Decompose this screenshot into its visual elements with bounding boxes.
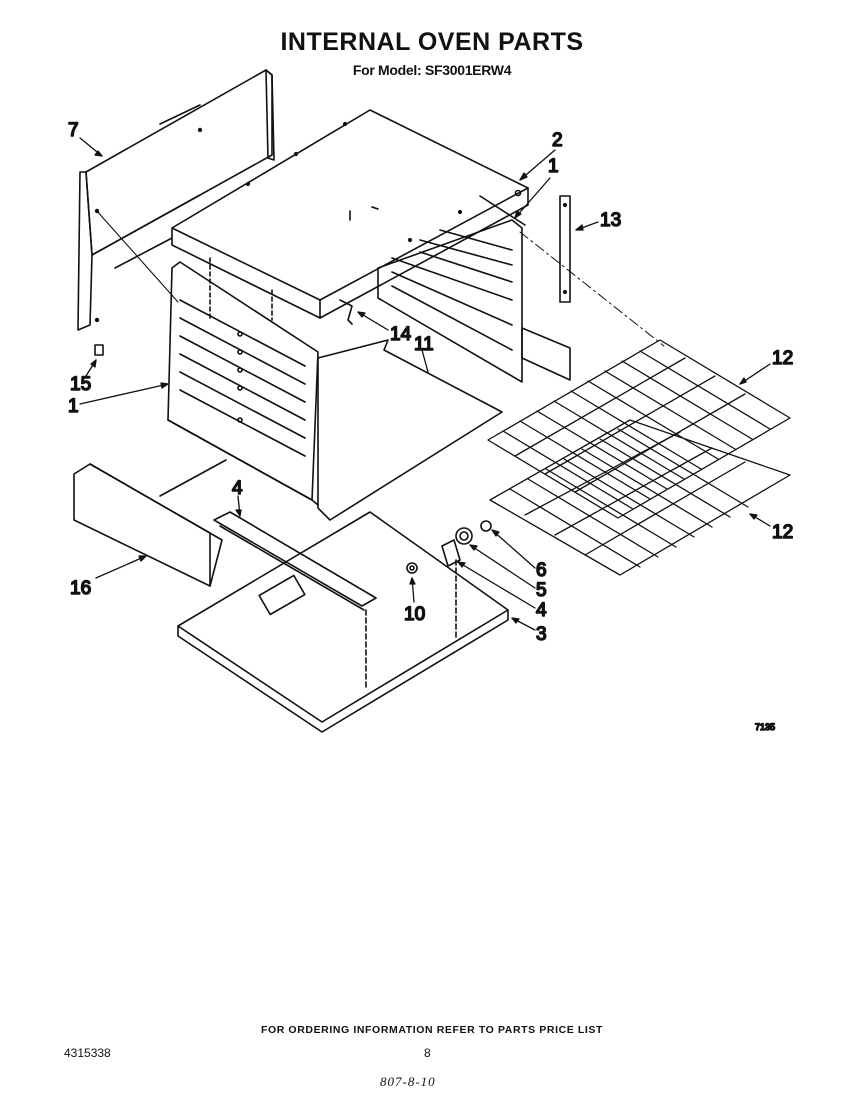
oven-rack-upper-part-12	[487, 339, 791, 519]
oven-rack-lower-part-12	[489, 419, 791, 576]
model-subtitle: For Model: SF3001ERW4	[352, 62, 512, 78]
callout-13: 13	[600, 210, 621, 231]
oven-top-part-2	[114, 109, 529, 319]
callout-16: 16	[70, 578, 91, 599]
callout-1-right: 1	[548, 156, 559, 177]
rear-panel-part-7	[77, 69, 275, 331]
page-title: INTERNAL OVEN PARTS	[280, 28, 584, 56]
callout-1-left: 1	[68, 396, 79, 417]
strip-part-13	[559, 195, 571, 303]
fitting-part-5	[455, 527, 473, 545]
callout-4-orifice: 4	[536, 600, 547, 621]
callout-2: 2	[552, 130, 563, 151]
callout-7: 7	[68, 120, 79, 141]
bottom-panel-part-3	[177, 511, 509, 733]
nut-part-10	[406, 562, 418, 574]
ordering-note: FOR ORDERING INFORMATION REFER TO PARTS …	[260, 1024, 604, 1036]
callout-5: 5	[536, 580, 547, 601]
callout-4-bracket: 4	[232, 478, 243, 499]
figure-code: 7135	[755, 722, 775, 732]
bracket-part-14	[339, 299, 353, 325]
left-side-liner-part-1	[167, 257, 319, 506]
callout-6: 6	[536, 560, 547, 581]
alignment-line	[519, 231, 665, 347]
document-number: 4315338	[64, 1046, 111, 1060]
callout-14: 14	[390, 324, 412, 345]
callout-12-lower: 12	[772, 522, 793, 543]
handwritten-note: 807-8-10	[380, 1074, 436, 1089]
oven-bottom-part-11	[317, 339, 503, 521]
fitting-part-6	[480, 520, 492, 532]
callout-10: 10	[404, 604, 425, 625]
leader-lines	[79, 137, 771, 631]
page-number: 8	[424, 1046, 431, 1060]
right-side-liner-part-1	[377, 195, 571, 383]
orifice-bracket-part-4	[441, 539, 461, 567]
callout-11: 11	[414, 334, 434, 355]
callout-15: 15	[70, 374, 91, 395]
burner-bracket-part-4	[213, 511, 377, 611]
front-trim-part-16	[73, 459, 227, 587]
clip-part-15	[94, 344, 104, 356]
callout-12-upper: 12	[772, 348, 793, 369]
callout-3: 3	[536, 624, 547, 645]
